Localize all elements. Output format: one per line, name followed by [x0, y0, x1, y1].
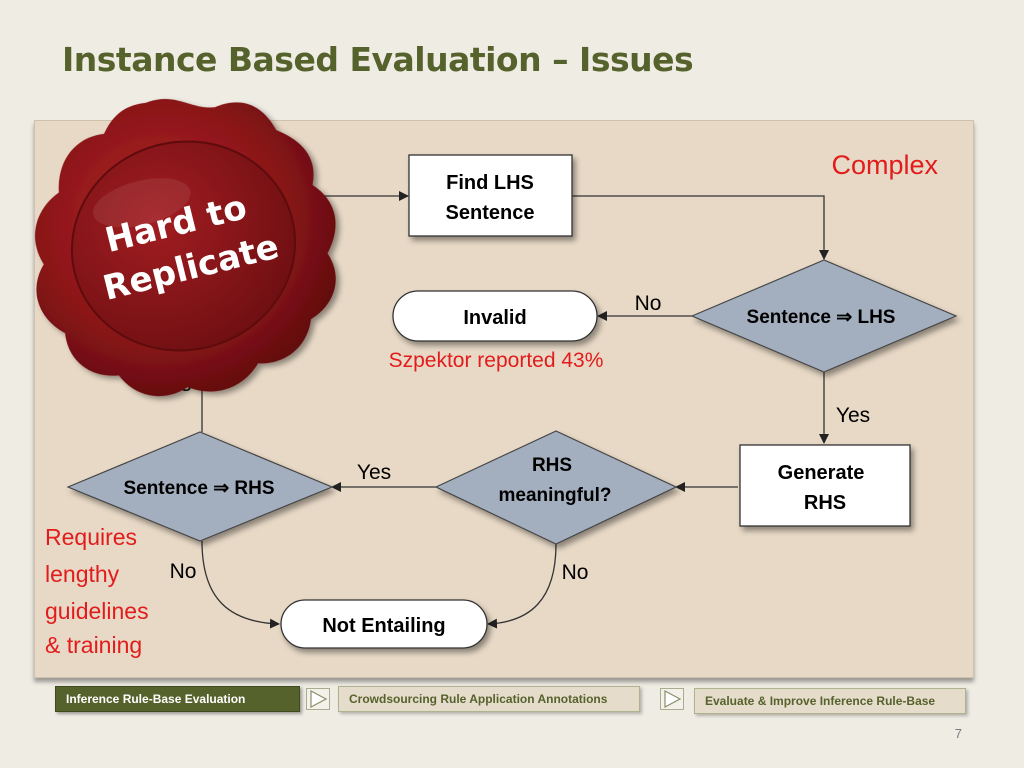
- rhs-meaningful-node: RHS meaningful?: [434, 430, 678, 545]
- connectors: [201, 191, 829, 629]
- slide-title: Instance Based Evaluation – Issues: [62, 40, 694, 79]
- nav-arrow-right-icon: [306, 688, 330, 710]
- edge-label-lhs-no: No: [635, 292, 662, 315]
- rhs-meaningful-line1: RHS: [532, 455, 572, 476]
- lhs-check-label: Sentence ⇒ LHS: [747, 307, 896, 328]
- rhs-meaningful-line2: meaningful?: [499, 485, 612, 506]
- requires-line4: & training: [45, 632, 142, 658]
- edge-label-lhs-yes: Yes: [836, 404, 870, 427]
- nav-step-evaluate-improve[interactable]: Evaluate & Improve Inference Rule-Base: [694, 688, 966, 714]
- edge-label-rhs-no: No: [170, 560, 197, 583]
- connector-meaningful-no: [487, 543, 557, 629]
- invalid-label: Invalid: [463, 307, 526, 329]
- nav-step-crowdsourcing[interactable]: Crowdsourcing Rule Application Annotatio…: [338, 686, 640, 712]
- invalid-node: Invalid: [392, 290, 598, 342]
- find-lhs-line1: Find LHS: [446, 172, 534, 194]
- page-number: 7: [954, 726, 962, 741]
- generate-rhs-line1: Generate: [778, 462, 865, 484]
- rhs-check-label: Sentence ⇒ RHS: [123, 478, 274, 499]
- wax-seal: Hard to Replicate: [35, 99, 336, 397]
- connector-find-to-lhs-check: [572, 195, 829, 260]
- edge-label-meaningful-yes: Yes: [357, 461, 391, 484]
- szpektor-note: Szpektor reported 43%: [389, 349, 604, 372]
- find-lhs-node: Find LHS Sentence: [408, 154, 573, 237]
- not-entailing-node: Not Entailing: [280, 599, 488, 649]
- requires-line1: Requires: [45, 524, 137, 550]
- lhs-check-node: Sentence ⇒ LHS: [690, 259, 958, 373]
- generate-rhs-line2: RHS: [804, 492, 846, 514]
- nav-step-rule-base-evaluation[interactable]: Inference Rule-Base Evaluation: [55, 686, 300, 712]
- not-entailing-label: Not Entailing: [322, 615, 445, 637]
- rhs-check-node: Sentence ⇒ RHS: [66, 431, 334, 542]
- requires-line3: guidelines: [45, 598, 149, 624]
- requires-note: Requires lengthy guidelines & training: [45, 524, 149, 658]
- requires-line2: lengthy: [45, 561, 120, 587]
- nav-arrow-right-icon: [660, 688, 684, 710]
- generate-rhs-node: Generate RHS: [739, 444, 911, 527]
- complex-note: Complex: [831, 150, 938, 180]
- find-lhs-line2: Sentence: [446, 202, 535, 224]
- connector-rhs-no: [201, 540, 280, 629]
- edge-label-meaningful-no: No: [562, 561, 589, 584]
